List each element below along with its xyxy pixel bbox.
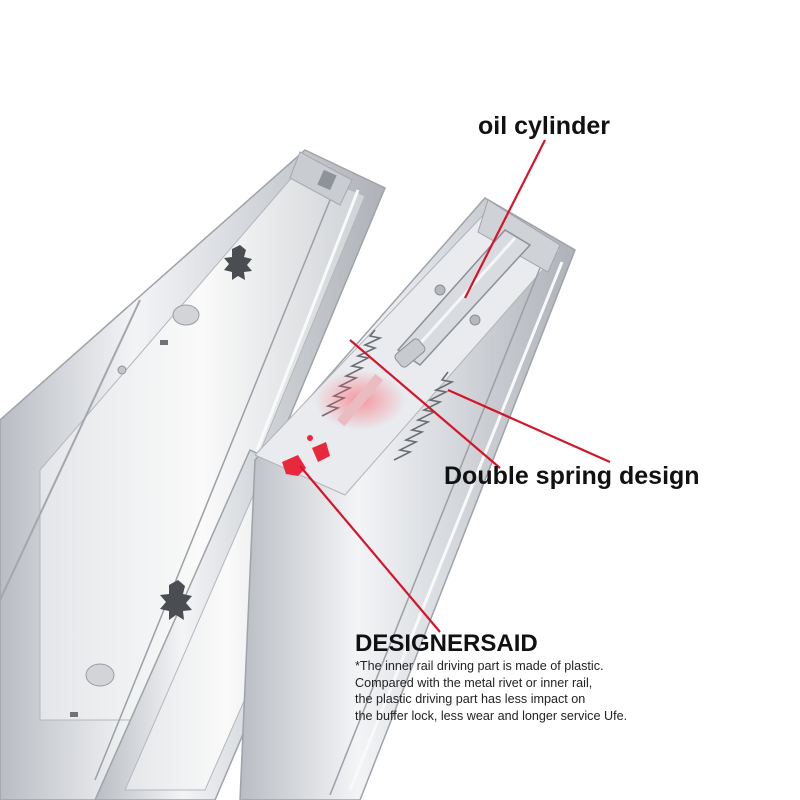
- oil-cylinder-label: oil cylinder: [478, 112, 610, 140]
- plastic-driving-part-2: [312, 442, 330, 462]
- callout-lines: [299, 139, 611, 633]
- callout-line-driving-part: [299, 465, 441, 633]
- callout-line-spring-lower: [447, 388, 611, 464]
- double-spring-label: Double spring design: [444, 462, 700, 490]
- lower-rail-small-slot: [70, 712, 78, 717]
- housing-hole-2: [469, 314, 481, 326]
- note-line: the plastic driving part has less impact…: [355, 692, 586, 706]
- oil-cylinder-rod: [394, 338, 426, 368]
- right-rail-end-cap: [477, 199, 561, 273]
- housing-hole-1: [434, 284, 446, 296]
- note-line: the buffer lock, less wear and longer se…: [355, 708, 628, 723]
- left-rail-small-slot: [160, 340, 168, 345]
- right-rail: [239, 197, 576, 800]
- plastic-driving-part: [282, 455, 306, 476]
- oil-cylinder-highlight: [406, 236, 517, 359]
- slider-track: [336, 373, 384, 427]
- left-rail: [0, 149, 386, 800]
- note-line: *The inner rail driving part is made of …: [355, 659, 604, 673]
- spring-lower: [393, 371, 455, 461]
- note-line: Compared with the metal rivet or inner r…: [355, 675, 593, 690]
- right-rail-groove: [329, 267, 541, 796]
- lower-rail-star-cutout: [160, 580, 192, 620]
- lower-rail-oval-slot: [85, 663, 115, 687]
- brand-heading: DESIGNERSAID: [355, 630, 538, 657]
- left-rail-tab: [317, 169, 337, 191]
- right-rail-edge-highlight: [348, 261, 564, 791]
- description-note: *The inner rail driving part is made of …: [355, 658, 755, 724]
- plastic-dot: [307, 435, 313, 441]
- left-rail-groove: [94, 199, 331, 781]
- callout-line-oil-cylinder: [464, 139, 546, 299]
- callout-line-spring-upper: [349, 339, 501, 469]
- left-rail-lower-groove: [0, 299, 141, 601]
- left-rail-rivet: [117, 365, 127, 375]
- left-rail-star-cutout: [224, 245, 252, 280]
- left-rail-oval-slot: [172, 304, 200, 326]
